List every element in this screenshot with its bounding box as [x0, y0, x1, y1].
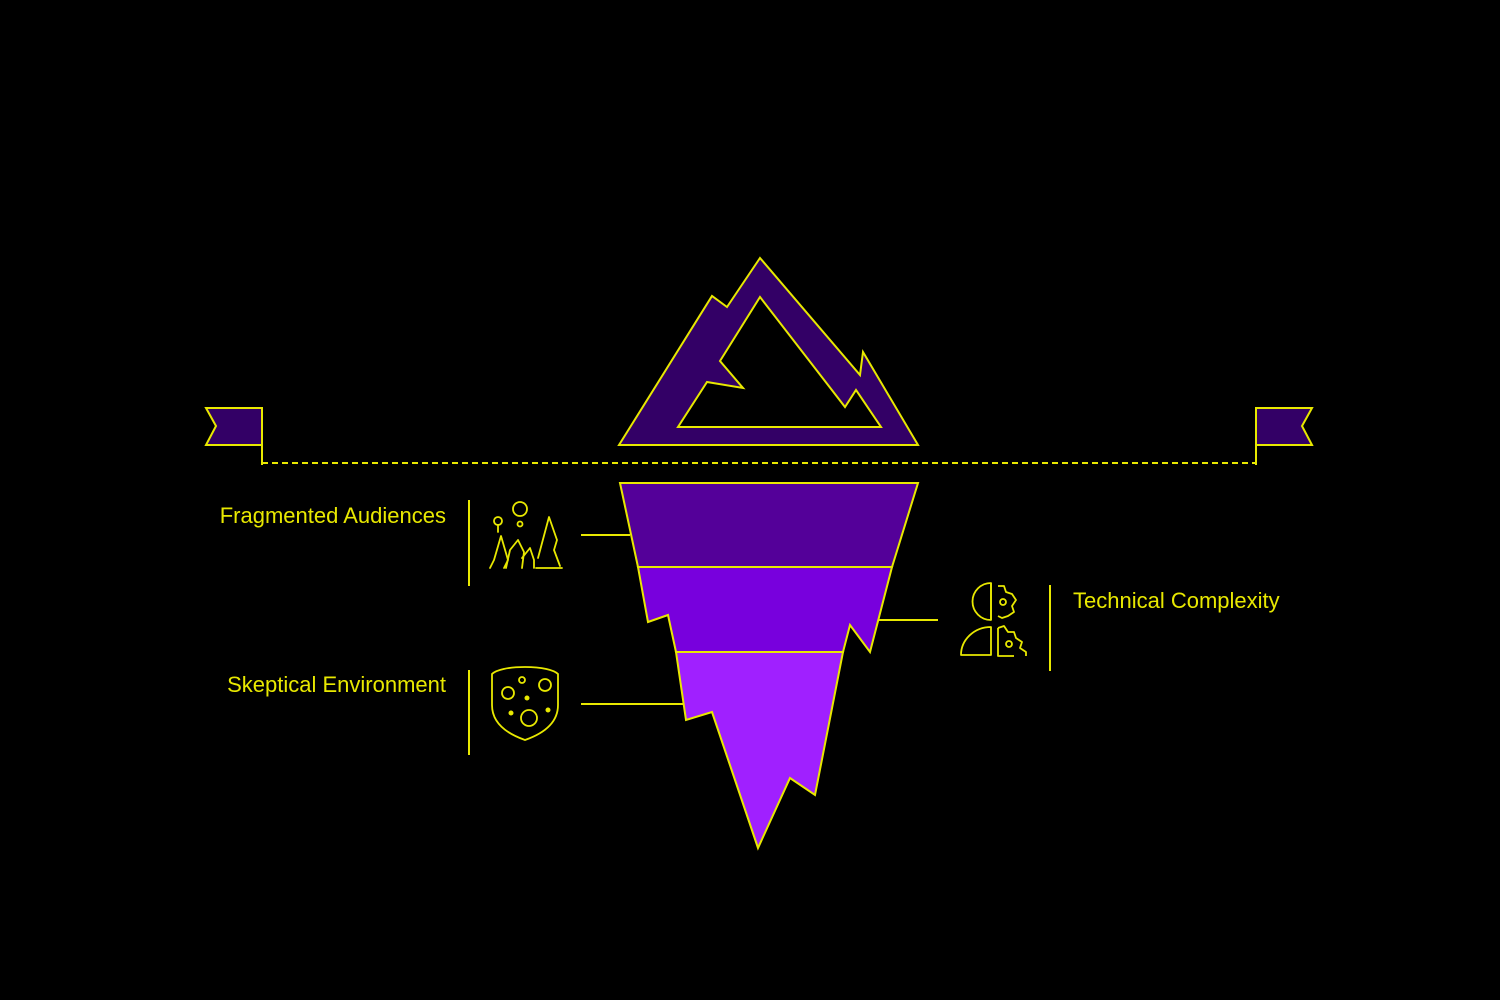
iceberg-layer-top [618, 482, 920, 568]
callout-fragmented-audiences: Fragmented Audiences [220, 500, 563, 586]
connectors [581, 534, 938, 705]
iceberg-underwater [618, 482, 920, 851]
iceberg-tip-shape [617, 256, 920, 446]
shield-dots-icon [491, 666, 559, 741]
head-gears-icon [960, 582, 1027, 657]
iceberg-tip [617, 256, 920, 446]
label-technical-complexity: Technical Complexity [1073, 588, 1280, 613]
label-fragmented-audiences: Fragmented Audiences [220, 503, 446, 528]
iceberg-layer-bottom [674, 651, 845, 851]
callout-skeptical-environment: Skeptical Environment [227, 666, 559, 755]
iceberg-layer-middle [636, 566, 894, 655]
waterline [204, 407, 1314, 465]
callout-technical-complexity: Technical Complexity [960, 582, 1280, 671]
left-flag [204, 407, 263, 446]
right-flag [1255, 407, 1314, 446]
label-skeptical-environment: Skeptical Environment [227, 672, 446, 697]
people-balloons-icon [489, 501, 563, 569]
